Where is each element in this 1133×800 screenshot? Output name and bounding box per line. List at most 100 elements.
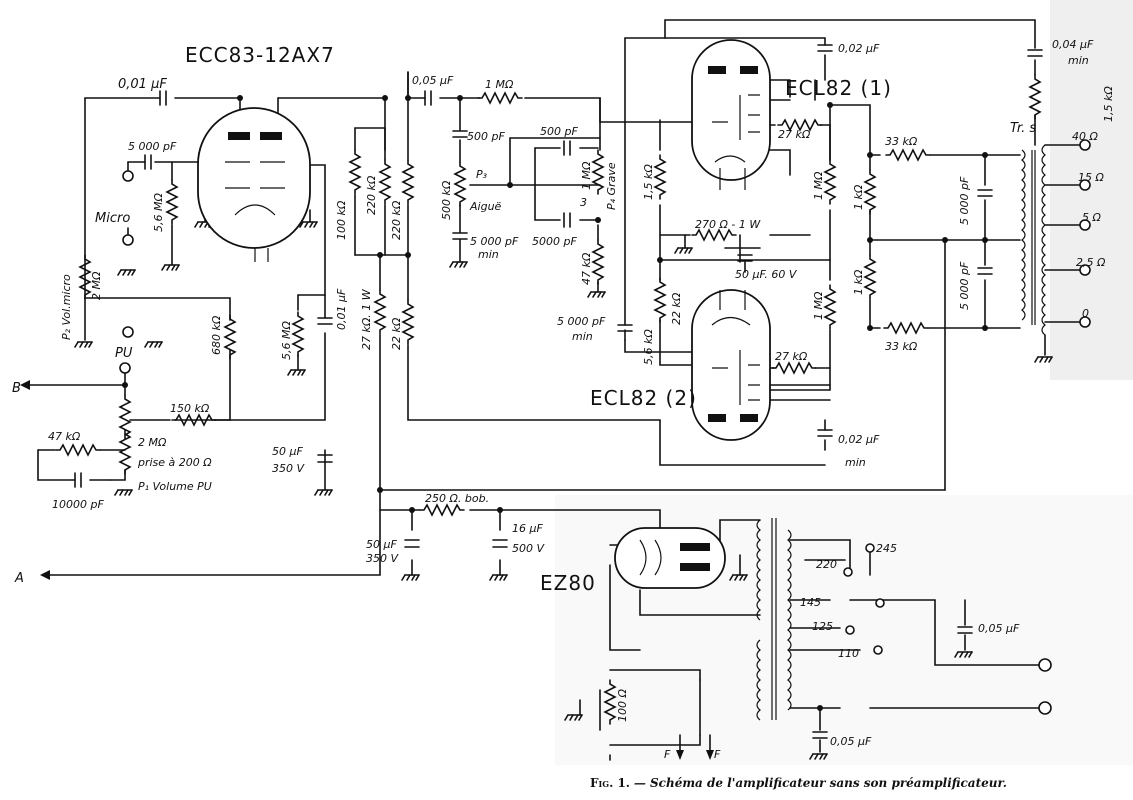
label-p1-tap: prise à 200 Ω bbox=[137, 456, 212, 469]
label-tap-40: 40 Ω bbox=[1072, 130, 1098, 143]
label-r-270: 270 Ω - 1 W bbox=[695, 218, 761, 231]
label-r-33k-b: 33 kΩ bbox=[885, 340, 918, 353]
figure-caption: Fig. 1. — Schéma de l'amplificateur sans… bbox=[590, 776, 1007, 790]
output-a-label: A bbox=[14, 571, 24, 586]
label-aigue: Aiguë bbox=[469, 200, 502, 213]
label-r-22k-b: 22 kΩ bbox=[670, 292, 683, 325]
label-c-500-b: 500 pF bbox=[540, 125, 578, 138]
input-pu-label: PU bbox=[115, 346, 133, 361]
label-c-002-bot: 0,02 µF bbox=[838, 433, 880, 446]
label-c-5000-o2: 5 000 pF bbox=[958, 261, 971, 310]
label-r-27k-b: 27 kΩ bbox=[775, 350, 808, 363]
figure-caption-text: — Schéma de l'amplificateur sans son pré… bbox=[633, 776, 1007, 790]
label-tap-0: 0 bbox=[1082, 307, 1089, 320]
label-r-15k: 1,5 kΩ bbox=[642, 164, 655, 200]
label-r-220k-b: 220 kΩ bbox=[390, 200, 403, 240]
input-micro-label: Micro bbox=[95, 211, 130, 226]
tube-ecl82-2 bbox=[691, 289, 771, 441]
output-transformer bbox=[1021, 144, 1046, 336]
label-p3: P₃ bbox=[476, 168, 488, 181]
power-transformer bbox=[756, 518, 792, 721]
label-c-500-a: 500 pF bbox=[467, 130, 505, 143]
tube-label-ecl82-1: ECL82 (1) bbox=[785, 76, 892, 100]
terminals bbox=[119, 95, 1091, 715]
label-p2: P₂ Vol.micro bbox=[60, 274, 73, 340]
label-r-220k-a: 220 kΩ bbox=[365, 175, 378, 215]
label-c-005-bot: 0,05 µF bbox=[830, 735, 872, 748]
label-p1-val: 2 MΩ bbox=[138, 436, 167, 449]
label-c-16uf-v: 500 V bbox=[512, 542, 545, 555]
label-c-50uf-60: 50 µF. 60 V bbox=[735, 268, 798, 281]
label-tap-3: 3 bbox=[580, 196, 587, 209]
label-v145: 145 bbox=[800, 596, 821, 609]
label-tap-25: 2,5 Ω bbox=[1076, 256, 1106, 269]
label-c-10000: 10000 pF bbox=[52, 498, 104, 511]
label-fil-f2: F bbox=[714, 748, 721, 761]
label-c-50uf: 50 µF bbox=[272, 445, 303, 458]
label-r-56m-b: 5,6 MΩ bbox=[280, 321, 293, 360]
tube-ez80 bbox=[614, 527, 726, 589]
capacitors bbox=[74, 44, 1043, 739]
label-r-1m: 1 MΩ bbox=[485, 78, 514, 91]
label-c-001-b: 0,01 µF bbox=[335, 288, 348, 330]
label-r-100: 100 Ω bbox=[616, 689, 629, 722]
label-trs: Tr. s bbox=[1010, 121, 1036, 136]
label-r-1m-b: 1 MΩ bbox=[812, 291, 825, 320]
label-r-1k-a: 1 kΩ bbox=[852, 184, 865, 210]
label-min-4: min bbox=[1068, 54, 1089, 67]
tube-ecl82-1 bbox=[691, 39, 771, 190]
label-v245: 245 bbox=[876, 542, 897, 555]
label-c-004: 0,04 µF bbox=[1052, 38, 1094, 51]
label-v110: 110 bbox=[838, 647, 859, 660]
label-c-50uf-v: 350 V bbox=[272, 462, 305, 475]
label-r-1m-a: 1 MΩ bbox=[812, 171, 825, 200]
tube-label-ecl82-2: ECL82 (2) bbox=[590, 386, 697, 410]
label-c-5000-o1: 5 000 pF bbox=[958, 176, 971, 225]
label-p4: P₄ Grave bbox=[605, 162, 618, 210]
label-r-250: 250 Ω. bob. bbox=[425, 492, 489, 505]
label-c-005: 0,05 µF bbox=[412, 74, 454, 87]
label-tap-15: 15 Ω bbox=[1078, 171, 1104, 184]
label-c-50uf-b-v: 350 V bbox=[366, 552, 399, 565]
label-c-5000-min: 5 000 pF bbox=[470, 235, 519, 248]
label-r-15k-b: 1,5 kΩ bbox=[1102, 86, 1115, 122]
tube-ecc83 bbox=[197, 107, 311, 262]
arrows bbox=[20, 380, 714, 760]
label-r-27k-a: 27 kΩ bbox=[778, 128, 811, 141]
label-r-47k-b: 47 kΩ bbox=[580, 252, 593, 285]
label-c-001: 0,01 µF bbox=[118, 77, 167, 92]
label-tap-5: 5 Ω bbox=[1082, 211, 1101, 224]
label-c-16uf: 16 µF bbox=[512, 522, 543, 535]
label-min-3: min bbox=[845, 456, 866, 469]
label-c-50uf-b: 50 µF bbox=[366, 538, 397, 551]
tube-label-ecc83: ECC83-12AX7 bbox=[185, 43, 335, 67]
label-r-47k: 47 kΩ bbox=[48, 430, 81, 443]
label-c-005-mains: 0,05 µF bbox=[978, 622, 1020, 635]
output-b-label: B bbox=[12, 381, 21, 396]
label-r-22k: 22 kΩ bbox=[390, 317, 403, 350]
label-v125: 125 bbox=[812, 620, 833, 633]
label-p4-val: 1 MΩ bbox=[580, 161, 593, 190]
label-fil-f1: F bbox=[664, 748, 671, 761]
shade-right bbox=[1050, 0, 1133, 380]
label-v220: 220 bbox=[816, 558, 837, 571]
label-c-5000-min2: 5 000 pF bbox=[557, 315, 606, 328]
label-r-680k: 680 kΩ bbox=[210, 315, 223, 355]
label-r-1k-b: 1 kΩ bbox=[852, 269, 865, 295]
label-min-1: min bbox=[478, 248, 499, 261]
label-r-56m: 5,6 MΩ bbox=[152, 193, 165, 232]
label-r-100k: 100 kΩ bbox=[335, 200, 348, 240]
label-p1: P₁ Volume PU bbox=[138, 480, 212, 493]
label-r-33k-a: 33 kΩ bbox=[885, 135, 918, 148]
tube-label-ez80: EZ80 bbox=[540, 571, 596, 595]
label-p3-val: 500 kΩ bbox=[440, 180, 453, 220]
label-min-2: min bbox=[572, 330, 593, 343]
label-r-27k-1w: 27 kΩ. 1 W bbox=[360, 288, 373, 350]
label-c-5000-in: 5 000 pF bbox=[128, 140, 177, 153]
label-p2-val: 2 MΩ bbox=[90, 271, 103, 300]
label-r-150k: 150 kΩ bbox=[170, 402, 210, 415]
label-c-002-top: 0,02 µF bbox=[838, 42, 880, 55]
label-r-56k: 5,6 kΩ bbox=[642, 329, 655, 365]
label-c-5000-b: 5000 pF bbox=[532, 235, 577, 248]
